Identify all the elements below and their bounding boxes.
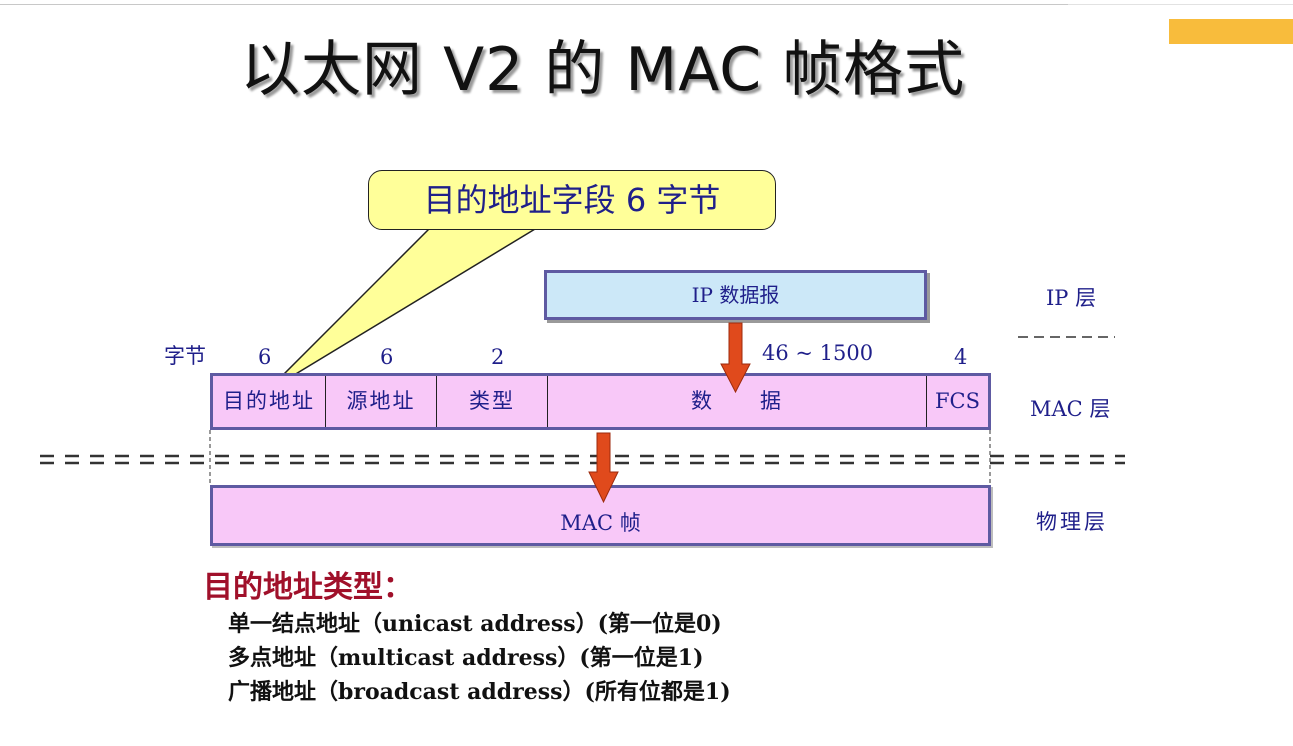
ip-datagram-box: IP 数据报 xyxy=(544,270,927,320)
bytes-label: 字节 xyxy=(164,344,206,368)
field-bytes-data: 46 ~ 1500 xyxy=(762,341,874,365)
address-types-heading: 目的地址类型： xyxy=(203,570,413,605)
address-type-broadcast: 广播地址（broadcast address）(所有位都是1) xyxy=(228,679,731,705)
top-rule xyxy=(0,4,1068,5)
accent-bar xyxy=(1169,19,1293,44)
down-arrow-mac-to-phy xyxy=(588,432,619,504)
callout-bubble: 目的地址字段 6 字节 xyxy=(368,170,776,230)
field-src-address: 源地址 xyxy=(326,376,437,427)
layer-label-ip: IP 层 xyxy=(1046,286,1097,310)
field-bytes-src: 6 xyxy=(380,345,394,369)
layer-label-physical: 物理层 xyxy=(1036,510,1108,534)
field-bytes-dest: 6 xyxy=(258,345,272,369)
field-bytes-fcs: 4 xyxy=(954,345,968,369)
address-type-unicast: 单一结点地址（unicast address）(第一位是0) xyxy=(228,611,722,637)
field-dest-address: 目的地址 xyxy=(213,376,326,427)
field-type: 类型 xyxy=(437,376,548,427)
mac-frame-fields: 目的地址 源地址 类型 数 据 FCS xyxy=(210,373,991,430)
field-fcs: FCS xyxy=(934,389,981,413)
down-arrow-ip-to-mac xyxy=(720,322,751,394)
top-rule-right xyxy=(1068,4,1293,5)
address-type-multicast: 多点地址（multicast address）(第一位是1) xyxy=(228,645,704,671)
field-data: 数 据 xyxy=(548,376,927,427)
field-bytes-type: 2 xyxy=(491,345,505,369)
slide-title: 以太网 V2 的 MAC 帧格式 xyxy=(240,35,966,105)
layer-label-mac: MAC 层 xyxy=(1030,397,1111,421)
